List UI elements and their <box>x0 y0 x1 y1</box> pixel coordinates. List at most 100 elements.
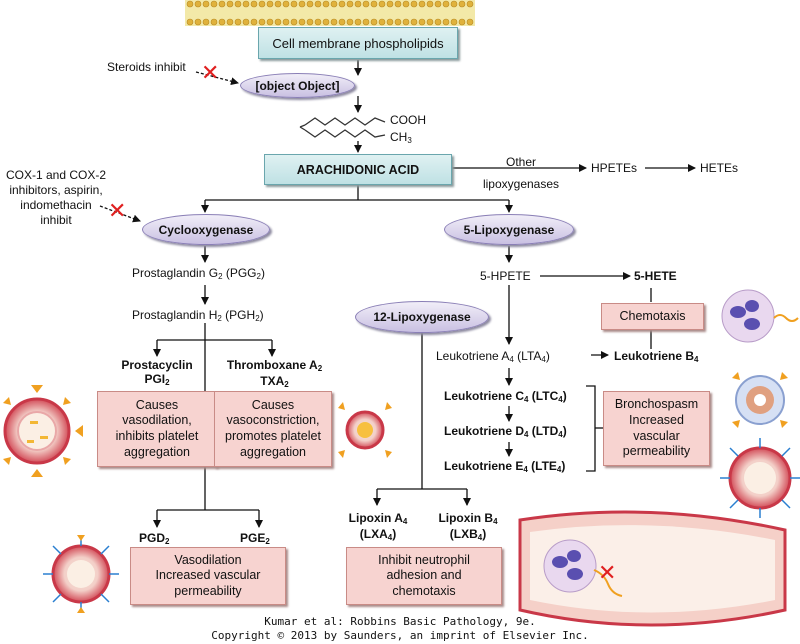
pgi2-effect-box: Causes vasodilation, inhibits platelet a… <box>97 391 217 467</box>
pgg2-sub2: 2 <box>256 272 261 281</box>
ltc4-mid: (LTC <box>528 389 559 403</box>
lxb4-pre: Lipoxin B <box>438 511 494 525</box>
txa2-sub: 2 <box>284 379 289 389</box>
pgg2-post: ) <box>260 266 265 280</box>
pgi2-abbr: PGI <box>144 372 166 387</box>
lta4-sub2: 4 <box>541 355 546 364</box>
txa2-effect-line1: Causes <box>251 397 295 412</box>
pge2-label: PGE2 <box>240 531 270 547</box>
cooh-label: COOH <box>390 113 426 127</box>
lte4-label: Leukotriene E4 (LTE4) <box>444 459 565 475</box>
arachidonic-acid-box: ARACHIDONIC ACID <box>264 154 452 185</box>
steroids-inhibit-x-icon: ✕ <box>201 60 220 85</box>
blood-vessel-icon-constricted <box>338 402 392 458</box>
txa2-pre: Thromboxane A <box>226 358 318 372</box>
lxa4-label: Lipoxin A4 (LXA4) <box>338 511 418 542</box>
txa2-effect-line4: aggregation <box>239 444 307 459</box>
lipoxin-effect-line2: adhesion and <box>386 568 462 583</box>
pgh2-label: Prostaglandin H2 (PGH2) <box>132 308 264 324</box>
pgi2-effect-line3: inhibits platelet <box>115 429 199 443</box>
ltb4-pre: Leukotriene B <box>614 349 695 363</box>
pg-effect-box: Vasodilation Increased vascular permeabi… <box>130 547 286 605</box>
pgd2-pre: PGD <box>139 531 166 545</box>
pgh2-mid: (PGH <box>221 308 256 322</box>
5-lipoxygenase-oval: 5-Lipoxygenase <box>444 214 574 245</box>
bronchospasm-box: Bronchospasm Increased vascular permeabi… <box>603 391 710 466</box>
neutrophil-block-x-icon: ✕ <box>598 560 617 585</box>
cyclooxygenase-oval: Cyclooxygenase <box>142 214 270 245</box>
lipoxin-effect-line3: chemotaxis <box>392 583 456 598</box>
lipoxin-effect-line1: Inhibit neutrophil <box>378 552 470 567</box>
citation-line1: Kumar et al: Robbins Basic Pathology, 9e… <box>264 615 536 628</box>
membrane-bilayer <box>185 0 475 26</box>
lta4-label: Leukotriene A4 (LTA4) <box>436 349 550 365</box>
lte4-mid: (LTE <box>527 459 557 473</box>
pgh2-pre: Prostaglandin H <box>132 308 218 322</box>
cox-inhibitors-label: COX-1 and COX-2 inhibitors, aspirin, ind… <box>2 168 110 228</box>
broncho-line4: permeability <box>622 444 691 459</box>
blood-vessel-longitudinal-icon <box>518 510 787 627</box>
ltb4-label: Leukotriene B4 <box>614 349 698 365</box>
pgg2-mid: (PGG <box>222 266 257 280</box>
other-lipoxygenases-label: Other lipoxygenases <box>466 151 576 195</box>
lxa4-pre: Lipoxin A <box>348 511 403 525</box>
pgh2-sub2: 2 <box>255 314 260 323</box>
ltd4-pre: Leukotriene D <box>444 424 525 438</box>
txa2-line1-sub: 2 <box>317 364 323 373</box>
lta4-post: ) <box>545 349 550 363</box>
5-hete-label: 5-HETE <box>634 269 677 283</box>
12-lipoxygenase-label: 12-Lipoxygenase <box>373 310 471 324</box>
pgg2-pre: Prostaglandin G <box>132 266 219 280</box>
phospholipases-label: [object Object] <box>255 78 340 93</box>
txa2-effect-line3: promotes platelet <box>225 429 321 443</box>
lta4-mid: (LTA <box>513 349 542 363</box>
lxb4-label: Lipoxin B4 (LXB4) <box>428 511 508 542</box>
lipoxin-effect-box: Inhibit neutrophil adhesion and chemotax… <box>346 547 502 605</box>
fatty-acid-chain-icon <box>299 117 386 138</box>
other-lipox-line2: lipoxygenases <box>482 177 560 191</box>
cox-inhib-line3: indomethacin <box>20 198 92 212</box>
cyclooxygenase-label: Cyclooxygenase <box>158 222 254 237</box>
arachidonic-acid-label: ARACHIDONIC ACID <box>296 162 420 177</box>
broncho-line2: Increased <box>629 412 684 427</box>
lxb4-sub: 4 <box>493 517 498 526</box>
lxa4-l2pre: (LXA <box>359 526 388 541</box>
pgi2-effect-line1: Causes <box>135 397 179 412</box>
prostacyclin-label: Prostacyclin PGI2 <box>97 358 217 388</box>
pgd2-label: PGD2 <box>139 531 169 547</box>
5-lipoxygenase-label: 5-Lipoxygenase <box>463 222 555 237</box>
blood-vessel-icon-left <box>3 385 83 477</box>
ltc4-sub: 4 <box>524 395 529 404</box>
prostacyclin-line1: Prostacyclin <box>121 358 193 372</box>
steroids-inhibit-label: Steroids inhibit <box>107 60 186 74</box>
hpetes-label: HPETEs <box>591 161 638 175</box>
citation-line2: Copyright © 2013 by Saunders, an imprint… <box>211 629 589 642</box>
12-lipoxygenase-oval: 12-Lipoxygenase <box>355 301 489 333</box>
pgh2-sub: 2 <box>217 314 222 323</box>
lxa4-line1: Lipoxin A4 <box>338 511 418 527</box>
pge2-pre: PGE <box>240 531 266 545</box>
hetes-label: HETEs <box>700 161 739 175</box>
blood-vessel-icon-permeable <box>720 438 800 518</box>
pgg2-sub: 2 <box>218 272 223 281</box>
pgg2-label: Prostaglandin G2 (PGG2) <box>132 266 265 282</box>
lxa4-l2post: ) <box>392 526 397 541</box>
lte4-post: ) <box>561 459 566 473</box>
phospholipases-oval: [object Object] <box>240 73 355 98</box>
ltd4-post: ) <box>562 424 567 438</box>
ltd4-mid: (LTD <box>528 424 559 438</box>
neutrophil-icon <box>721 289 799 343</box>
ltc4-pre: Leukotriene C <box>444 389 525 403</box>
cell-membrane-phospholipids-box: Cell membrane phospholipids <box>258 27 458 59</box>
lta4-pre: Leukotriene A <box>436 349 510 363</box>
5-hpete-label: 5-HPETE <box>480 269 531 283</box>
other-lipox-line1: Other <box>505 155 536 169</box>
lte4-sub2: 4 <box>556 465 562 474</box>
lxb4-line2: (LXB4) <box>428 527 508 543</box>
pg-effect-line3: permeability <box>174 583 242 598</box>
lxb4-l2pre: (LXB <box>449 526 478 541</box>
ltc4-sub2: 4 <box>558 395 563 404</box>
ch3-subscript: 3 <box>407 136 412 145</box>
